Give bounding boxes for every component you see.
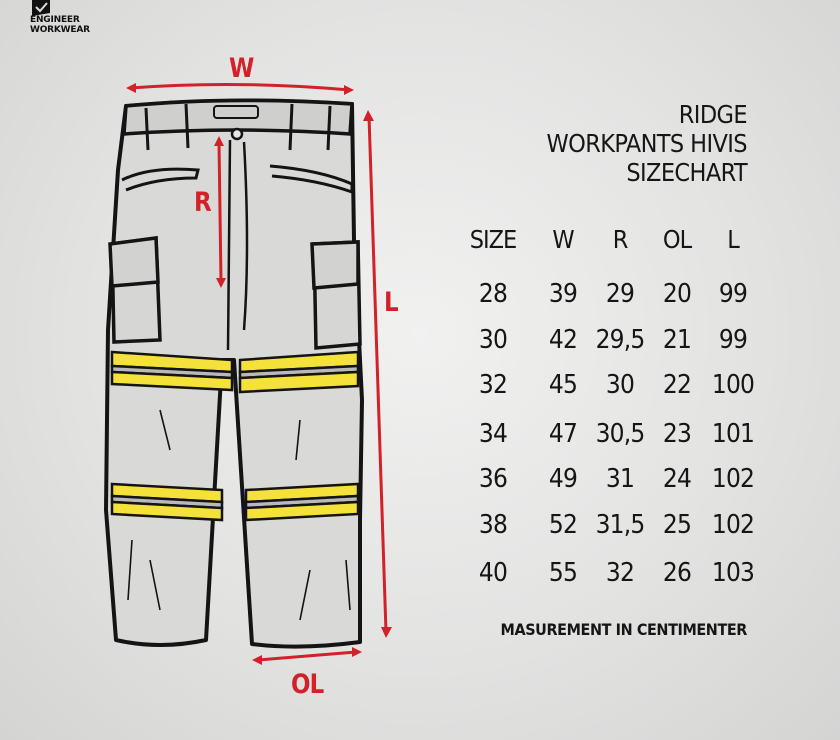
- measurement-note: MASUREMENT IN CENTIMENTER: [500, 620, 748, 639]
- brand-name-line1: ENGINEER: [30, 15, 80, 25]
- cell-l: 103: [711, 558, 755, 588]
- measure-l: [363, 110, 392, 638]
- cell-w: 45: [548, 370, 578, 400]
- title-line3: SIZECHART: [626, 158, 747, 187]
- cell-ol: 20: [662, 279, 692, 309]
- brand-name: ENGINEER WORKWEAR: [30, 15, 120, 35]
- fabric-folds: [127, 409, 351, 621]
- brand-name-line2: WORKWEAR: [30, 25, 90, 35]
- header-size: SIZE: [469, 225, 518, 254]
- header-r: R: [612, 225, 629, 254]
- shin-hivis-bands: [110, 482, 360, 522]
- cell-size: 30: [478, 325, 508, 355]
- cell-w: 55: [548, 558, 578, 588]
- left-front-pocket: [121, 167, 200, 192]
- left-cargo-flap: [108, 236, 160, 288]
- table-row: 40 55 32 26 103: [470, 555, 770, 591]
- cell-size: 32: [478, 370, 508, 400]
- brand-logo-icon: [32, 0, 50, 16]
- right-cargo-flap: [310, 240, 360, 290]
- cell-r: 31,5: [595, 510, 646, 540]
- cell-r: 31: [605, 464, 635, 494]
- cell-ol: 25: [662, 510, 692, 540]
- title-line2: WORKPANTS HIVIS: [546, 129, 748, 158]
- cell-r: 30: [605, 370, 635, 400]
- cell-ol: 22: [662, 370, 692, 400]
- table-row: 28 39 29 20 99: [470, 276, 770, 312]
- cell-size: 40: [478, 558, 508, 588]
- waist-label: [213, 105, 259, 119]
- measure-r: [214, 136, 226, 288]
- cell-ol: 23: [662, 419, 692, 449]
- cell-w: 52: [548, 510, 578, 540]
- measure-ol: [252, 647, 362, 665]
- product-title: RIDGE WORKPANTS HIVIS SIZECHART: [546, 100, 748, 187]
- title-line1: RIDGE: [678, 100, 748, 129]
- cell-r: 29: [605, 279, 635, 309]
- knee-hivis-bands: [110, 350, 360, 394]
- belt-loops: [144, 103, 332, 151]
- cell-l: 101: [711, 419, 755, 449]
- cell-r: 29,5: [595, 325, 646, 355]
- cell-size: 36: [478, 464, 508, 494]
- cell-size: 38: [478, 510, 508, 540]
- table-row: 36 49 31 24 102: [470, 461, 770, 497]
- header-w: W: [552, 225, 574, 254]
- fly-seam: [226, 139, 249, 351]
- cell-w: 39: [548, 279, 578, 309]
- right-front-pocket: [269, 164, 354, 195]
- table-row: 32 45 30 22 100: [470, 367, 770, 403]
- cell-ol: 24: [662, 464, 692, 494]
- waist-button: [230, 127, 244, 141]
- cell-r: 30,5: [595, 419, 646, 449]
- cell-size: 34: [478, 419, 508, 449]
- table-header: SIZE W R OL L: [470, 222, 770, 258]
- table-row: 38 52 31,5 25 102: [470, 507, 770, 543]
- measure-w: [126, 82, 354, 95]
- label-ol: OL: [291, 669, 324, 700]
- header-l: L: [727, 225, 740, 254]
- cell-l: 99: [718, 325, 748, 355]
- brand-logo: ENGINEER WORKWEAR: [30, 0, 100, 44]
- cell-size: 28: [478, 279, 508, 309]
- table-row: 34 47 30,5 23 101: [470, 416, 770, 452]
- header-ol: OL: [662, 225, 692, 254]
- table-row: 30 42 29,5 21 99: [470, 322, 770, 358]
- cell-l: 99: [718, 279, 748, 309]
- cell-w: 42: [548, 325, 578, 355]
- cell-w: 47: [548, 419, 578, 449]
- label-r: R: [194, 187, 212, 218]
- label-w: W: [229, 53, 254, 84]
- cell-ol: 26: [662, 558, 692, 588]
- pants-illustration: [104, 82, 392, 665]
- cell-l: 102: [711, 510, 755, 540]
- cell-l: 100: [711, 370, 755, 400]
- cell-r: 32: [605, 558, 635, 588]
- cell-w: 49: [548, 464, 578, 494]
- label-l: L: [384, 287, 399, 318]
- cell-ol: 21: [662, 325, 692, 355]
- cell-l: 102: [711, 464, 755, 494]
